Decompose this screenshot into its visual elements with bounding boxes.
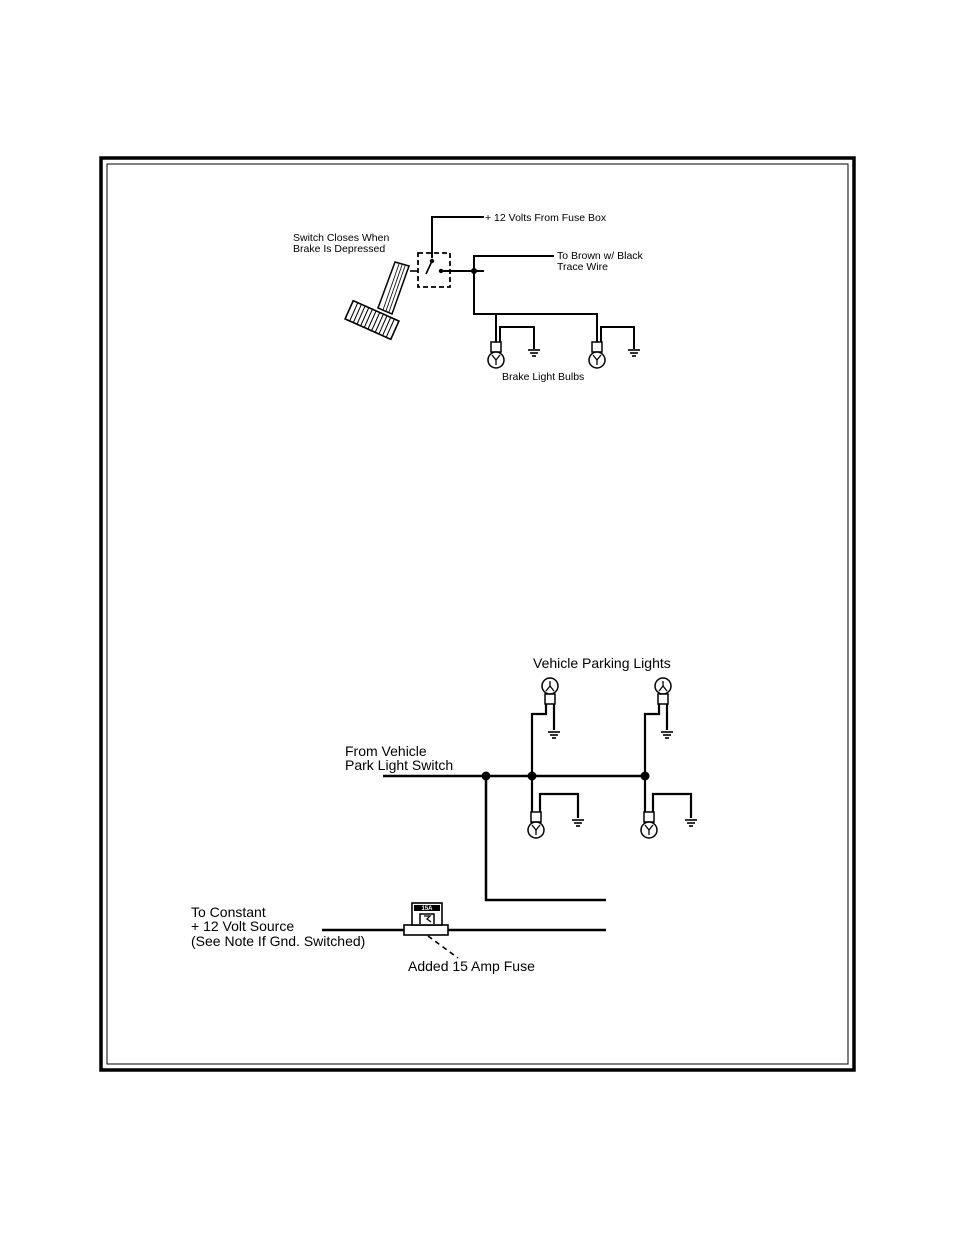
power-wire [432, 217, 484, 258]
bulb-feed-wire [532, 704, 546, 776]
ground-wire [540, 794, 578, 818]
bulb-icon [655, 678, 671, 704]
ground-icon [528, 350, 540, 356]
fuse-icon: 15A [404, 903, 448, 935]
bulbs-label: Brake Light Bulbs [502, 371, 584, 383]
parking-light-diagram: Vehicle Parking Lights From Vehicle Park… [191, 655, 697, 974]
source-label-line3: (See Note If Gnd. Switched) [191, 933, 365, 949]
brown-wire-lead [474, 256, 554, 271]
brake-bus-wire [474, 271, 597, 342]
bulb-feed-wire [645, 704, 659, 776]
brake-pedal-icon [345, 262, 409, 339]
switch-label-line2: Brake Is Depressed [293, 243, 385, 255]
source-label-line2: + 12 Volt Source [191, 918, 294, 934]
bulb-icon [488, 342, 504, 368]
fuse-rating: 15A [421, 906, 433, 912]
parking-lights-label: Vehicle Parking Lights [533, 655, 671, 671]
bulb-icon [589, 342, 605, 368]
ground-wire [653, 794, 691, 818]
fuse-label: Added 15 Amp Fuse [408, 958, 535, 974]
ground-wire [601, 327, 634, 349]
ground-wire [500, 327, 534, 349]
output-label-line2: Trace Wire [557, 261, 608, 273]
brake-light-diagram: + 12 Volts From Fuse Box Switch Closes W… [293, 212, 644, 383]
ground-icon [661, 732, 673, 738]
ground-icon [548, 732, 560, 738]
park-switch-label-line2: Park Light Switch [345, 757, 453, 773]
ground-icon [685, 820, 697, 826]
bulb-icon [641, 812, 657, 838]
bulb-icon [528, 812, 544, 838]
ground-icon [628, 350, 640, 356]
power-label: + 12 Volts From Fuse Box [485, 212, 607, 224]
ground-icon [572, 820, 584, 826]
bulb-icon [542, 678, 558, 704]
fuse-callout-line [428, 936, 458, 958]
